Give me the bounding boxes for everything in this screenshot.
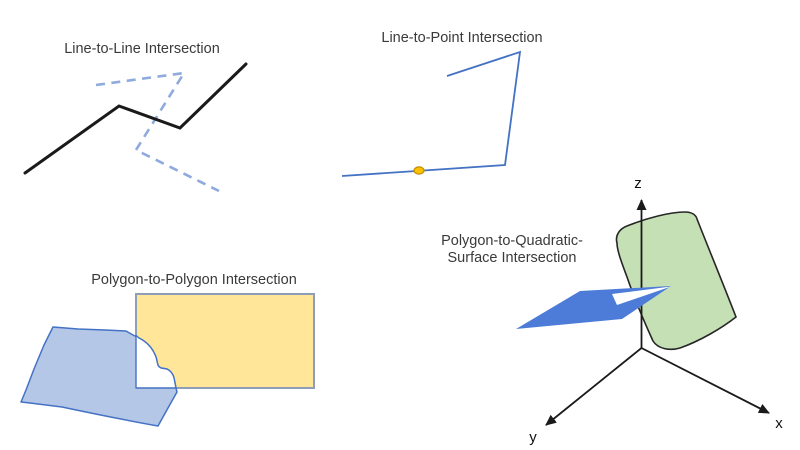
x-axis <box>641 347 770 414</box>
intersection-notch <box>612 286 671 305</box>
surface-title-line1: Polygon-to-Quadratic- <box>441 233 583 249</box>
z-axis-label: z <box>634 175 642 192</box>
dashed-blue-line <box>95 71 220 193</box>
y-axis-label: y <box>529 429 537 446</box>
surface-title-line2: Surface Intersection <box>448 250 577 266</box>
intersection-region <box>135 334 177 389</box>
x-axis-label: x <box>775 415 783 432</box>
y-axis <box>545 347 643 426</box>
panel-polygon-to-surface: Polygon-to-Quadratic- Surface Intersecti… <box>441 175 783 446</box>
polygon-to-polygon-title: Polygon-to-Polygon Intersection <box>91 272 297 288</box>
blue-line <box>341 50 522 177</box>
panel-line-to-point: Line-to-Point Intersection <box>341 30 543 177</box>
intersection-point-dot <box>413 166 425 175</box>
panel-polygon-to-polygon: Polygon-to-Polygon Intersection <box>20 272 315 427</box>
line-to-line-title: Line-to-Line Intersection <box>64 41 220 57</box>
line-to-point-title: Line-to-Point Intersection <box>381 30 542 46</box>
solid-black-line <box>23 62 248 175</box>
quadratic-surface <box>615 211 737 351</box>
panel-line-to-line: Line-to-Line Intersection <box>23 41 248 193</box>
